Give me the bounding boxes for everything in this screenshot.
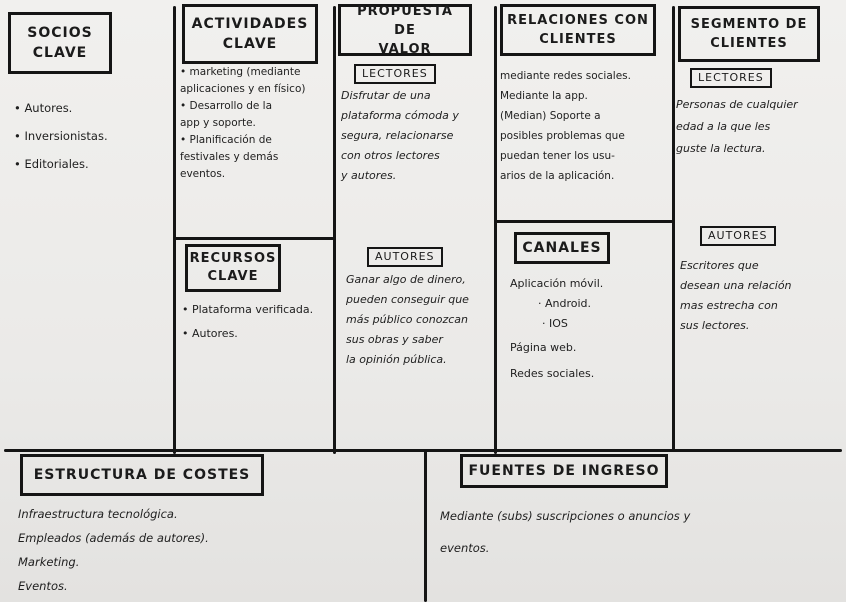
- list-item: • marketing (mediante: [180, 66, 301, 78]
- fuentes-ingreso-text: Mediante (subs) suscripciones o anuncios…: [440, 500, 690, 564]
- recursos-clave-list: • Plataforma verificada. • Autores.: [182, 298, 313, 346]
- tag-lectores: LECTORES: [690, 68, 772, 88]
- divider-socios-actividades: [173, 6, 176, 454]
- text-line: sus obras y saber: [346, 333, 443, 346]
- propuesta-valor-title: PROPUESTA DE VALOR: [338, 4, 472, 57]
- relaciones-clientes-text: mediante redes sociales. Mediante la app…: [500, 66, 631, 186]
- text-line: guste la lectura.: [676, 142, 766, 155]
- divider-costes-ingresos: [424, 450, 427, 602]
- text-line: Personas de cualquier: [676, 98, 798, 111]
- actividades-clave-list: • marketing (mediante aplicaciones y en …: [180, 64, 305, 183]
- text-line: eventos.: [440, 541, 490, 555]
- divider-actividades-recursos: [174, 237, 334, 240]
- divider-relaciones-canales: [495, 220, 673, 223]
- text-line: pueden conseguir que: [346, 293, 469, 306]
- estructura-costes-title: ESTRUCTURA DE COSTES: [20, 454, 264, 496]
- list-item: aplicaciones y en físico): [180, 83, 306, 95]
- text-line: (Median) Soporte a: [500, 110, 601, 122]
- segmento-clientes-title: SEGMENTO DE CLIENTES: [678, 6, 820, 62]
- tag-autores: AUTORES: [700, 226, 776, 246]
- text-line: Disfrutar de una: [341, 89, 431, 102]
- canales-title: CANALES: [514, 232, 610, 264]
- list-item: • Desarrollo de la: [180, 100, 273, 112]
- tag-autores: AUTORES: [367, 247, 443, 267]
- list-item: · Android.: [538, 297, 592, 310]
- fuentes-ingreso-title: FUENTES DE INGRESO: [460, 454, 668, 488]
- text-line: desean una relación: [680, 279, 792, 292]
- list-item: • Planificación de: [180, 134, 272, 146]
- list-item: festivales y demás: [180, 151, 279, 163]
- list-item: • Inversionistas.: [14, 129, 108, 143]
- text-line: edad a la que les: [676, 120, 771, 133]
- list-item: Infraestructura tecnológica.: [18, 507, 178, 521]
- text-line: y autores.: [341, 169, 397, 182]
- list-item: Redes sociales.: [510, 367, 595, 380]
- divider-relaciones-segmento: [672, 6, 675, 452]
- list-item: Página web.: [510, 341, 577, 354]
- text-line: puedan tener los usu-: [500, 150, 615, 162]
- tag-lectores: LECTORES: [354, 64, 436, 84]
- divider-actividades-propuesta: [333, 6, 336, 454]
- segmento-lectores-text: Personas de cualquier edad a la que les …: [676, 94, 798, 160]
- socios-clave-list: • Autores. • Inversionistas. • Editorial…: [14, 98, 108, 174]
- text-line: con otros lectores: [341, 149, 440, 162]
- segmento-autores-text: Escritores que desean una relación mas e…: [680, 256, 792, 336]
- text-line: plataforma cómoda y: [341, 109, 459, 122]
- text-line: sus lectores.: [680, 319, 750, 332]
- socios-clave-title: SOCIOS CLAVE: [8, 12, 112, 74]
- text-line: Ganar algo de dinero,: [346, 273, 466, 286]
- list-item: · IOS: [542, 317, 568, 330]
- list-item: Empleados (además de autores).: [18, 531, 209, 545]
- divider-propuesta-relaciones: [494, 6, 497, 454]
- text-line: mas estrecha con: [680, 299, 778, 312]
- text-line: segura, relacionarse: [341, 129, 454, 142]
- text-line: más público conozcan: [346, 313, 469, 326]
- text-line: posibles problemas que: [500, 130, 625, 142]
- list-item: • Editoriales.: [14, 157, 89, 171]
- list-item: • Autores.: [182, 327, 238, 340]
- relaciones-clientes-title: RELACIONES CON CLIENTES: [500, 4, 656, 56]
- text-line: arios de la aplicación.: [500, 170, 615, 182]
- divider-top-bottom: [4, 449, 842, 452]
- list-item: Marketing.: [18, 555, 80, 569]
- recursos-clave-title: RECURSOS CLAVE: [185, 244, 281, 292]
- list-item: • Autores.: [14, 101, 73, 115]
- text-line: mediante redes sociales.: [500, 70, 631, 82]
- text-line: Mediante la app.: [500, 90, 588, 102]
- text-line: Mediante (subs) suscripciones o anuncios…: [440, 509, 691, 523]
- propuesta-lectores-text: Disfrutar de una plataforma cómoda y seg…: [341, 86, 459, 186]
- canales-list: Aplicación móvil. · Android. · IOS Págin…: [510, 274, 603, 384]
- list-item: Eventos.: [18, 579, 68, 593]
- propuesta-autores-text: Ganar algo de dinero, pueden conseguir q…: [346, 270, 469, 370]
- text-line: Escritores que: [680, 259, 759, 272]
- text-line: la opinión pública.: [346, 353, 447, 366]
- actividades-clave-title: ACTIVIDADES CLAVE: [182, 4, 318, 64]
- list-item: Aplicación móvil.: [510, 277, 604, 290]
- list-item: • Plataforma verificada.: [182, 303, 314, 316]
- list-item: app y soporte.: [180, 117, 256, 129]
- estructura-costes-list: Infraestructura tecnológica. Empleados (…: [18, 502, 209, 598]
- list-item: eventos.: [180, 168, 226, 180]
